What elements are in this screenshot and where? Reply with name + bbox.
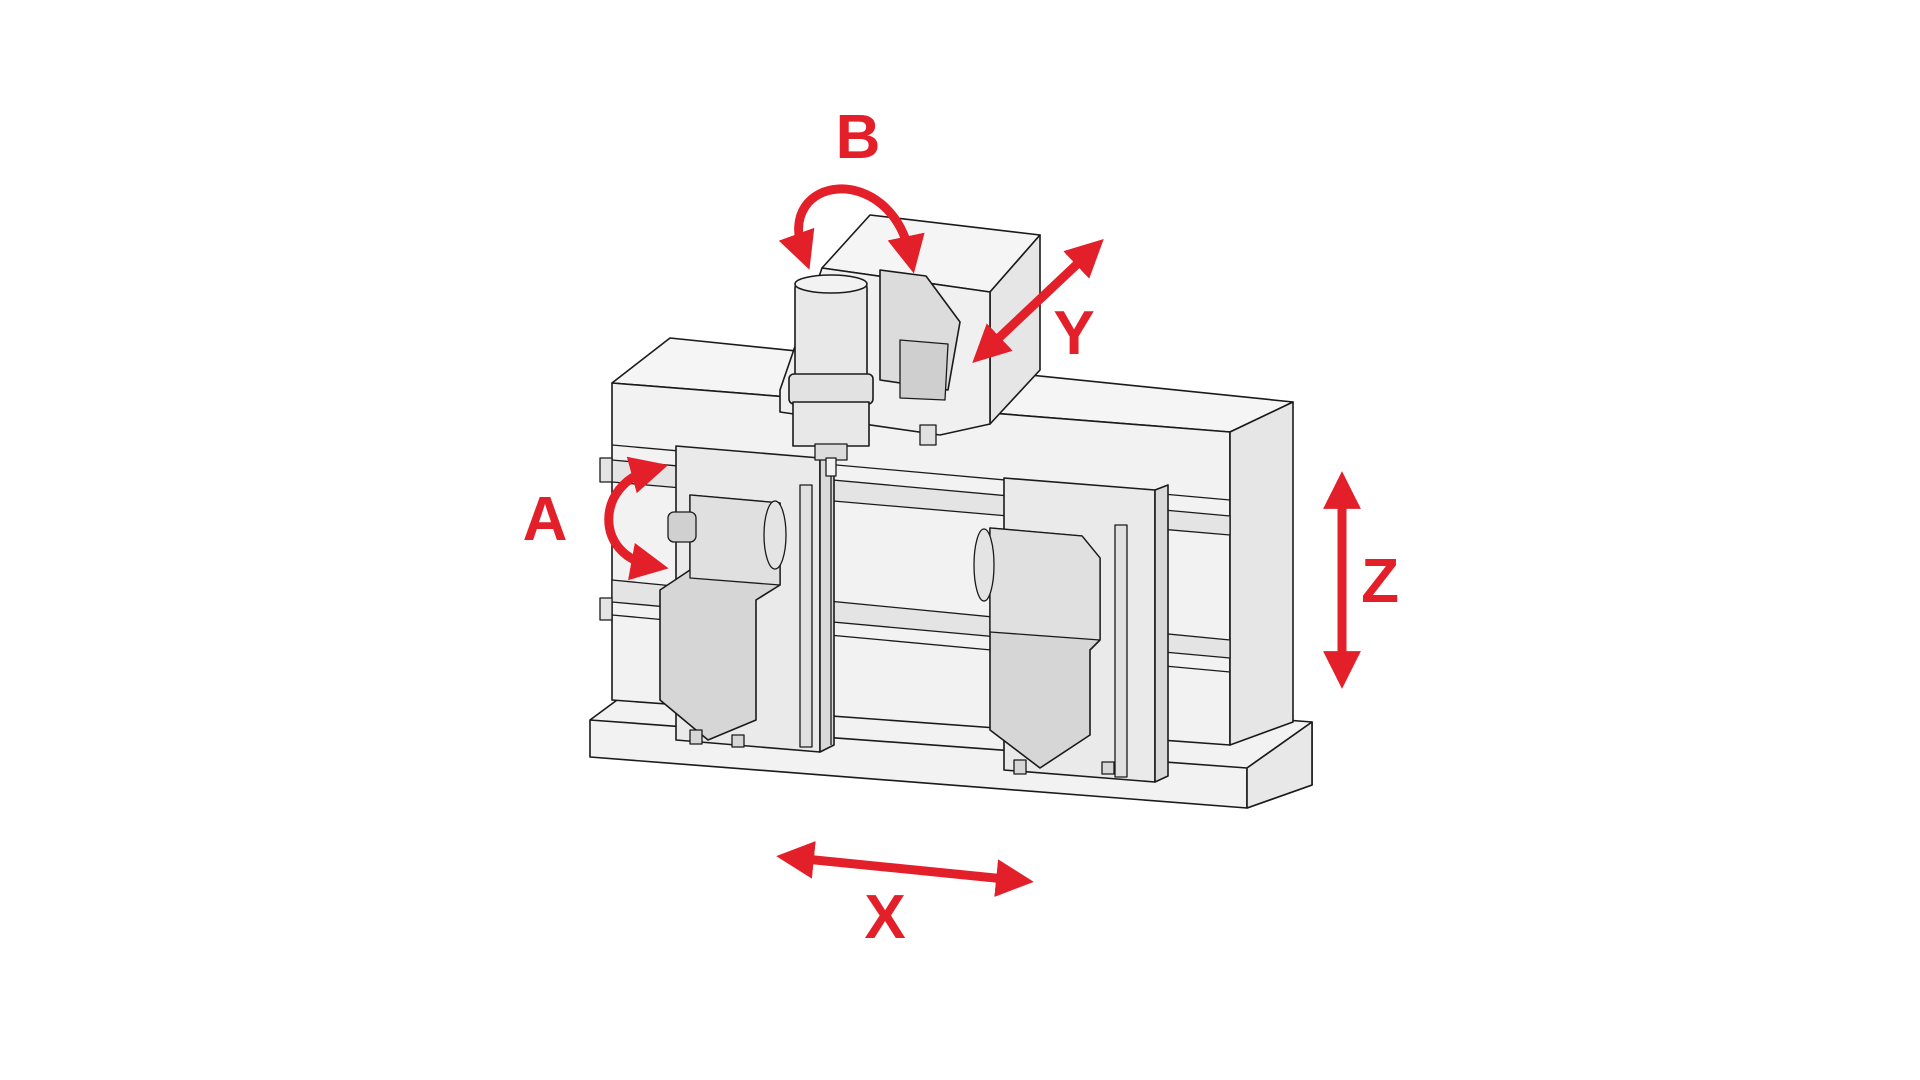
left-fixture: [659, 445, 835, 753]
a-axis-arrow: [604, 456, 669, 581]
axis-label-y: Y: [1053, 299, 1094, 368]
right-fixture: [973, 477, 1169, 783]
axis-label-b: B: [836, 103, 881, 172]
axis-arrows: [604, 184, 1361, 897]
spindle: [788, 274, 874, 745]
axis-label-z: Z: [1361, 547, 1399, 616]
y-axis-arrow: [972, 239, 1104, 363]
axis-label-x: X: [864, 883, 905, 952]
b-axis-arrow: [778, 184, 925, 274]
axis-label-a: A: [523, 485, 568, 554]
x-axis-arrow: [776, 841, 1034, 897]
